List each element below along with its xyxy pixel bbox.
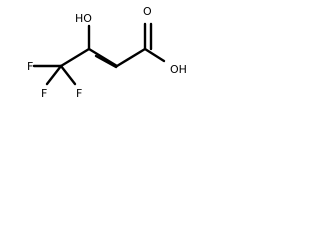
bond-cf3-c3	[59, 47, 91, 68]
atom-labels: HO O OH F F F	[27, 5, 187, 100]
fluorine-right-label: F	[76, 87, 82, 100]
fluorine-bottom-label: F	[41, 87, 47, 100]
bond-cf3-f-right	[59, 64, 77, 86]
bond-c3-c2	[87, 47, 119, 68]
hydroxyl-label: HO	[75, 12, 92, 25]
molecule-drawing: HO O OH F F F	[27, 5, 187, 100]
carbonyl-oxygen-label: O	[143, 5, 152, 18]
acid-hydroxyl-label: OH	[170, 63, 187, 76]
bond-c1-oh	[143, 47, 166, 63]
bond-cf3-f-bottom	[45, 64, 63, 86]
fluorine-left-label: F	[27, 60, 33, 73]
bonds	[32, 22, 166, 86]
bond-c2-c1	[115, 47, 147, 68]
bond-c3-c2-double	[94, 54, 118, 69]
structure-canvas: HO O OH F F F	[0, 0, 198, 118]
